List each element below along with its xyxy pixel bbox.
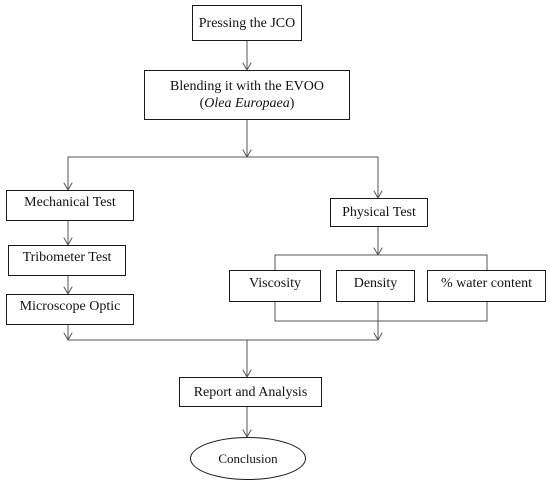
node-water-content: % water content <box>427 270 546 302</box>
paren-open: ( <box>199 96 205 111</box>
node-conclusion: Conclusion <box>190 437 306 480</box>
node-water-content-label: % water content <box>441 275 532 291</box>
node-blending-species: Olea Europaea <box>204 96 290 111</box>
node-density-label: Density <box>353 275 398 291</box>
node-mechanical-label: Mechanical Test <box>24 195 116 210</box>
node-tribometer-label: Tribometer Test <box>22 250 112 265</box>
node-report-label: Report and Analysis <box>193 384 308 400</box>
node-conclusion-label: Conclusion <box>218 450 278 466</box>
node-density: Density <box>336 270 415 302</box>
node-viscosity: Viscosity <box>229 270 321 302</box>
node-physical: Physical Test <box>330 198 428 227</box>
node-blending: Blending it with the EVOO (Olea Europaea… <box>144 70 350 120</box>
node-blending-line2: (Olea Europaea) <box>200 95 295 112</box>
node-report: Report and Analysis <box>179 377 322 407</box>
node-pressing-label: Pressing the JCO <box>198 15 296 31</box>
node-microscope-label: Microscope Optic <box>19 299 121 314</box>
node-pressing: Pressing the JCO <box>192 5 302 41</box>
node-physical-label: Physical Test <box>342 205 416 220</box>
node-viscosity-label: Viscosity <box>248 275 302 291</box>
node-mechanical: Mechanical Test <box>6 190 134 221</box>
node-microscope: Microscope Optic <box>6 294 134 325</box>
node-tribometer: Tribometer Test <box>8 245 126 276</box>
node-blending-line1: Blending it with the EVOO <box>170 79 324 94</box>
paren-close: ) <box>289 96 295 111</box>
